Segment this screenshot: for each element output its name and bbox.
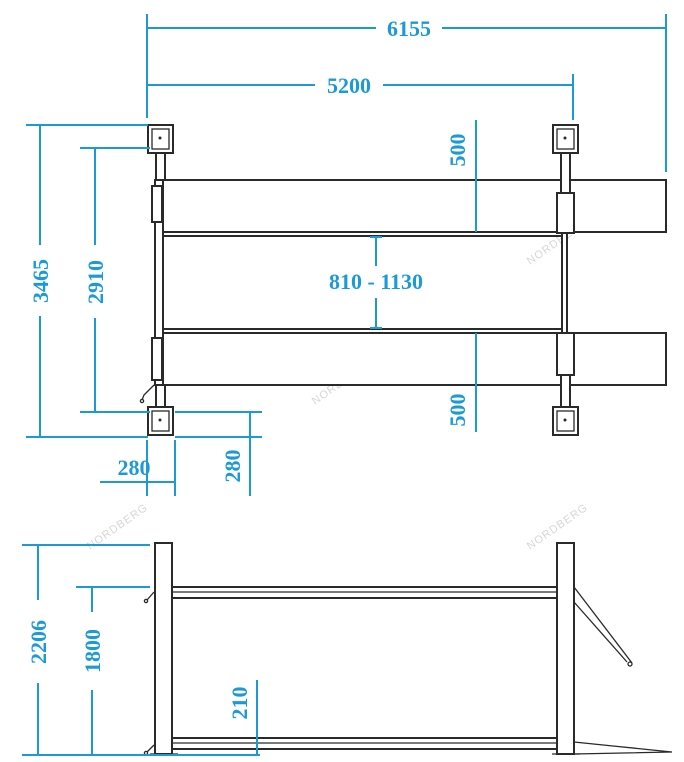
side-view-dimensions: 2206 1800 210 <box>22 544 260 756</box>
dim-runway-width-top: 500 <box>445 134 470 167</box>
post-top-right <box>552 124 579 194</box>
dim-runway-height: 210 <box>227 687 252 720</box>
dim-post-height: 2206 <box>26 620 51 664</box>
wheel-stop <box>556 332 575 376</box>
dim-max-lift-height: 1800 <box>80 629 105 673</box>
lock-bar <box>151 337 163 381</box>
dim-post-base-x: 280 <box>118 455 151 480</box>
post-top-left <box>147 124 174 181</box>
runway-bottom <box>162 332 667 386</box>
dim-runway-width-bottom: 500 <box>445 394 470 427</box>
post-bottom-left <box>139 384 174 436</box>
post-right <box>556 542 575 755</box>
crossbar <box>162 231 566 237</box>
dim-post-spacing-width: 2910 <box>83 260 108 304</box>
ramp-raised <box>573 586 633 664</box>
post-bottom-right <box>552 374 579 436</box>
wheel-stop <box>556 192 575 234</box>
crossbar <box>162 328 566 334</box>
dim-post-spacing-length: 5200 <box>327 73 371 98</box>
dim-overall-length: 6155 <box>387 16 431 41</box>
side-view-lift <box>143 542 673 756</box>
dim-runway-gap: 810 - 1130 <box>329 269 423 294</box>
post-left <box>154 542 173 755</box>
dim-overall-width: 3465 <box>28 259 53 303</box>
top-view-dimensions: 6155 5200 3465 2910 500 500 810 - 1130 2… <box>26 14 667 496</box>
top-view-lift <box>139 124 667 436</box>
runway-top <box>162 179 667 233</box>
right-beam <box>561 231 568 334</box>
lock-bar <box>151 185 163 223</box>
dim-post-base-y: 280 <box>220 450 245 483</box>
ramp-lowered <box>573 741 673 755</box>
